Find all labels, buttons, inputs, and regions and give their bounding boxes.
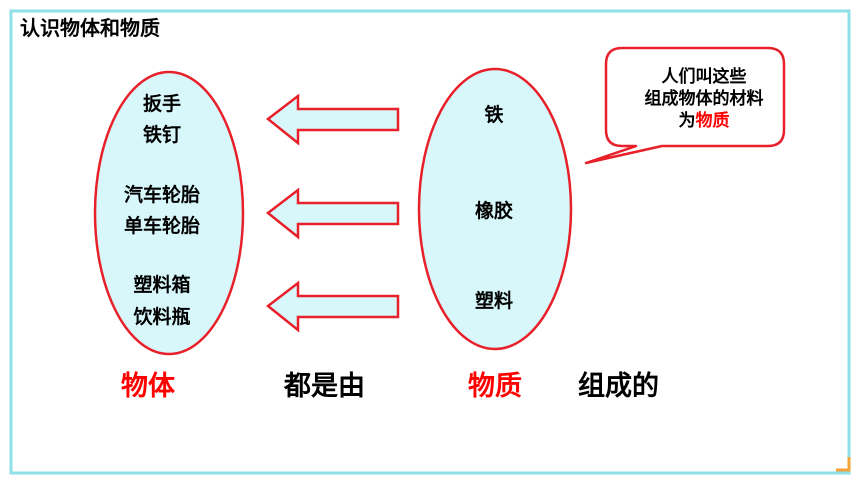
callout-bubble <box>584 46 786 165</box>
page-title: 认识物体和物质 <box>20 16 160 40</box>
object-bottle: 饮料瓶 <box>133 306 191 328</box>
bottom-objects-word: 物体 <box>121 371 175 402</box>
arrow-iron <box>265 93 400 146</box>
material-iron: 铁 <box>484 104 504 126</box>
object-wrench: 扳手 <box>142 93 181 115</box>
arrow-rubber <box>265 187 400 240</box>
objects-ellipse <box>93 70 245 356</box>
callout-line-3: 为物质 <box>626 110 782 132</box>
slide-border <box>9 9 851 475</box>
bottom-connector-1: 都是由 <box>284 371 365 402</box>
object-car-tire: 汽车轮胎 <box>123 184 200 206</box>
callout-line-3-prefix: 为 <box>678 111 696 131</box>
object-nail: 铁钉 <box>142 124 181 146</box>
material-plastic: 塑料 <box>474 290 513 312</box>
arrow-plastic <box>265 280 400 333</box>
materials-ellipse <box>417 67 573 351</box>
callout-highlight: 物质 <box>695 111 730 131</box>
object-bike-tire: 单车轮胎 <box>123 215 200 237</box>
material-rubber: 橡胶 <box>474 200 513 222</box>
bottom-connector-2: 组成的 <box>578 371 659 402</box>
callout-line-2: 组成物体的材料 <box>644 89 764 109</box>
corner-accent <box>836 457 851 472</box>
object-plastic-box: 塑料箱 <box>133 274 191 296</box>
callout-line-1: 人们叫这些 <box>661 67 747 87</box>
bottom-materials-word: 物质 <box>468 371 522 402</box>
callout-text: 人们叫这些 组成物体的材料 为物质 <box>626 66 782 132</box>
